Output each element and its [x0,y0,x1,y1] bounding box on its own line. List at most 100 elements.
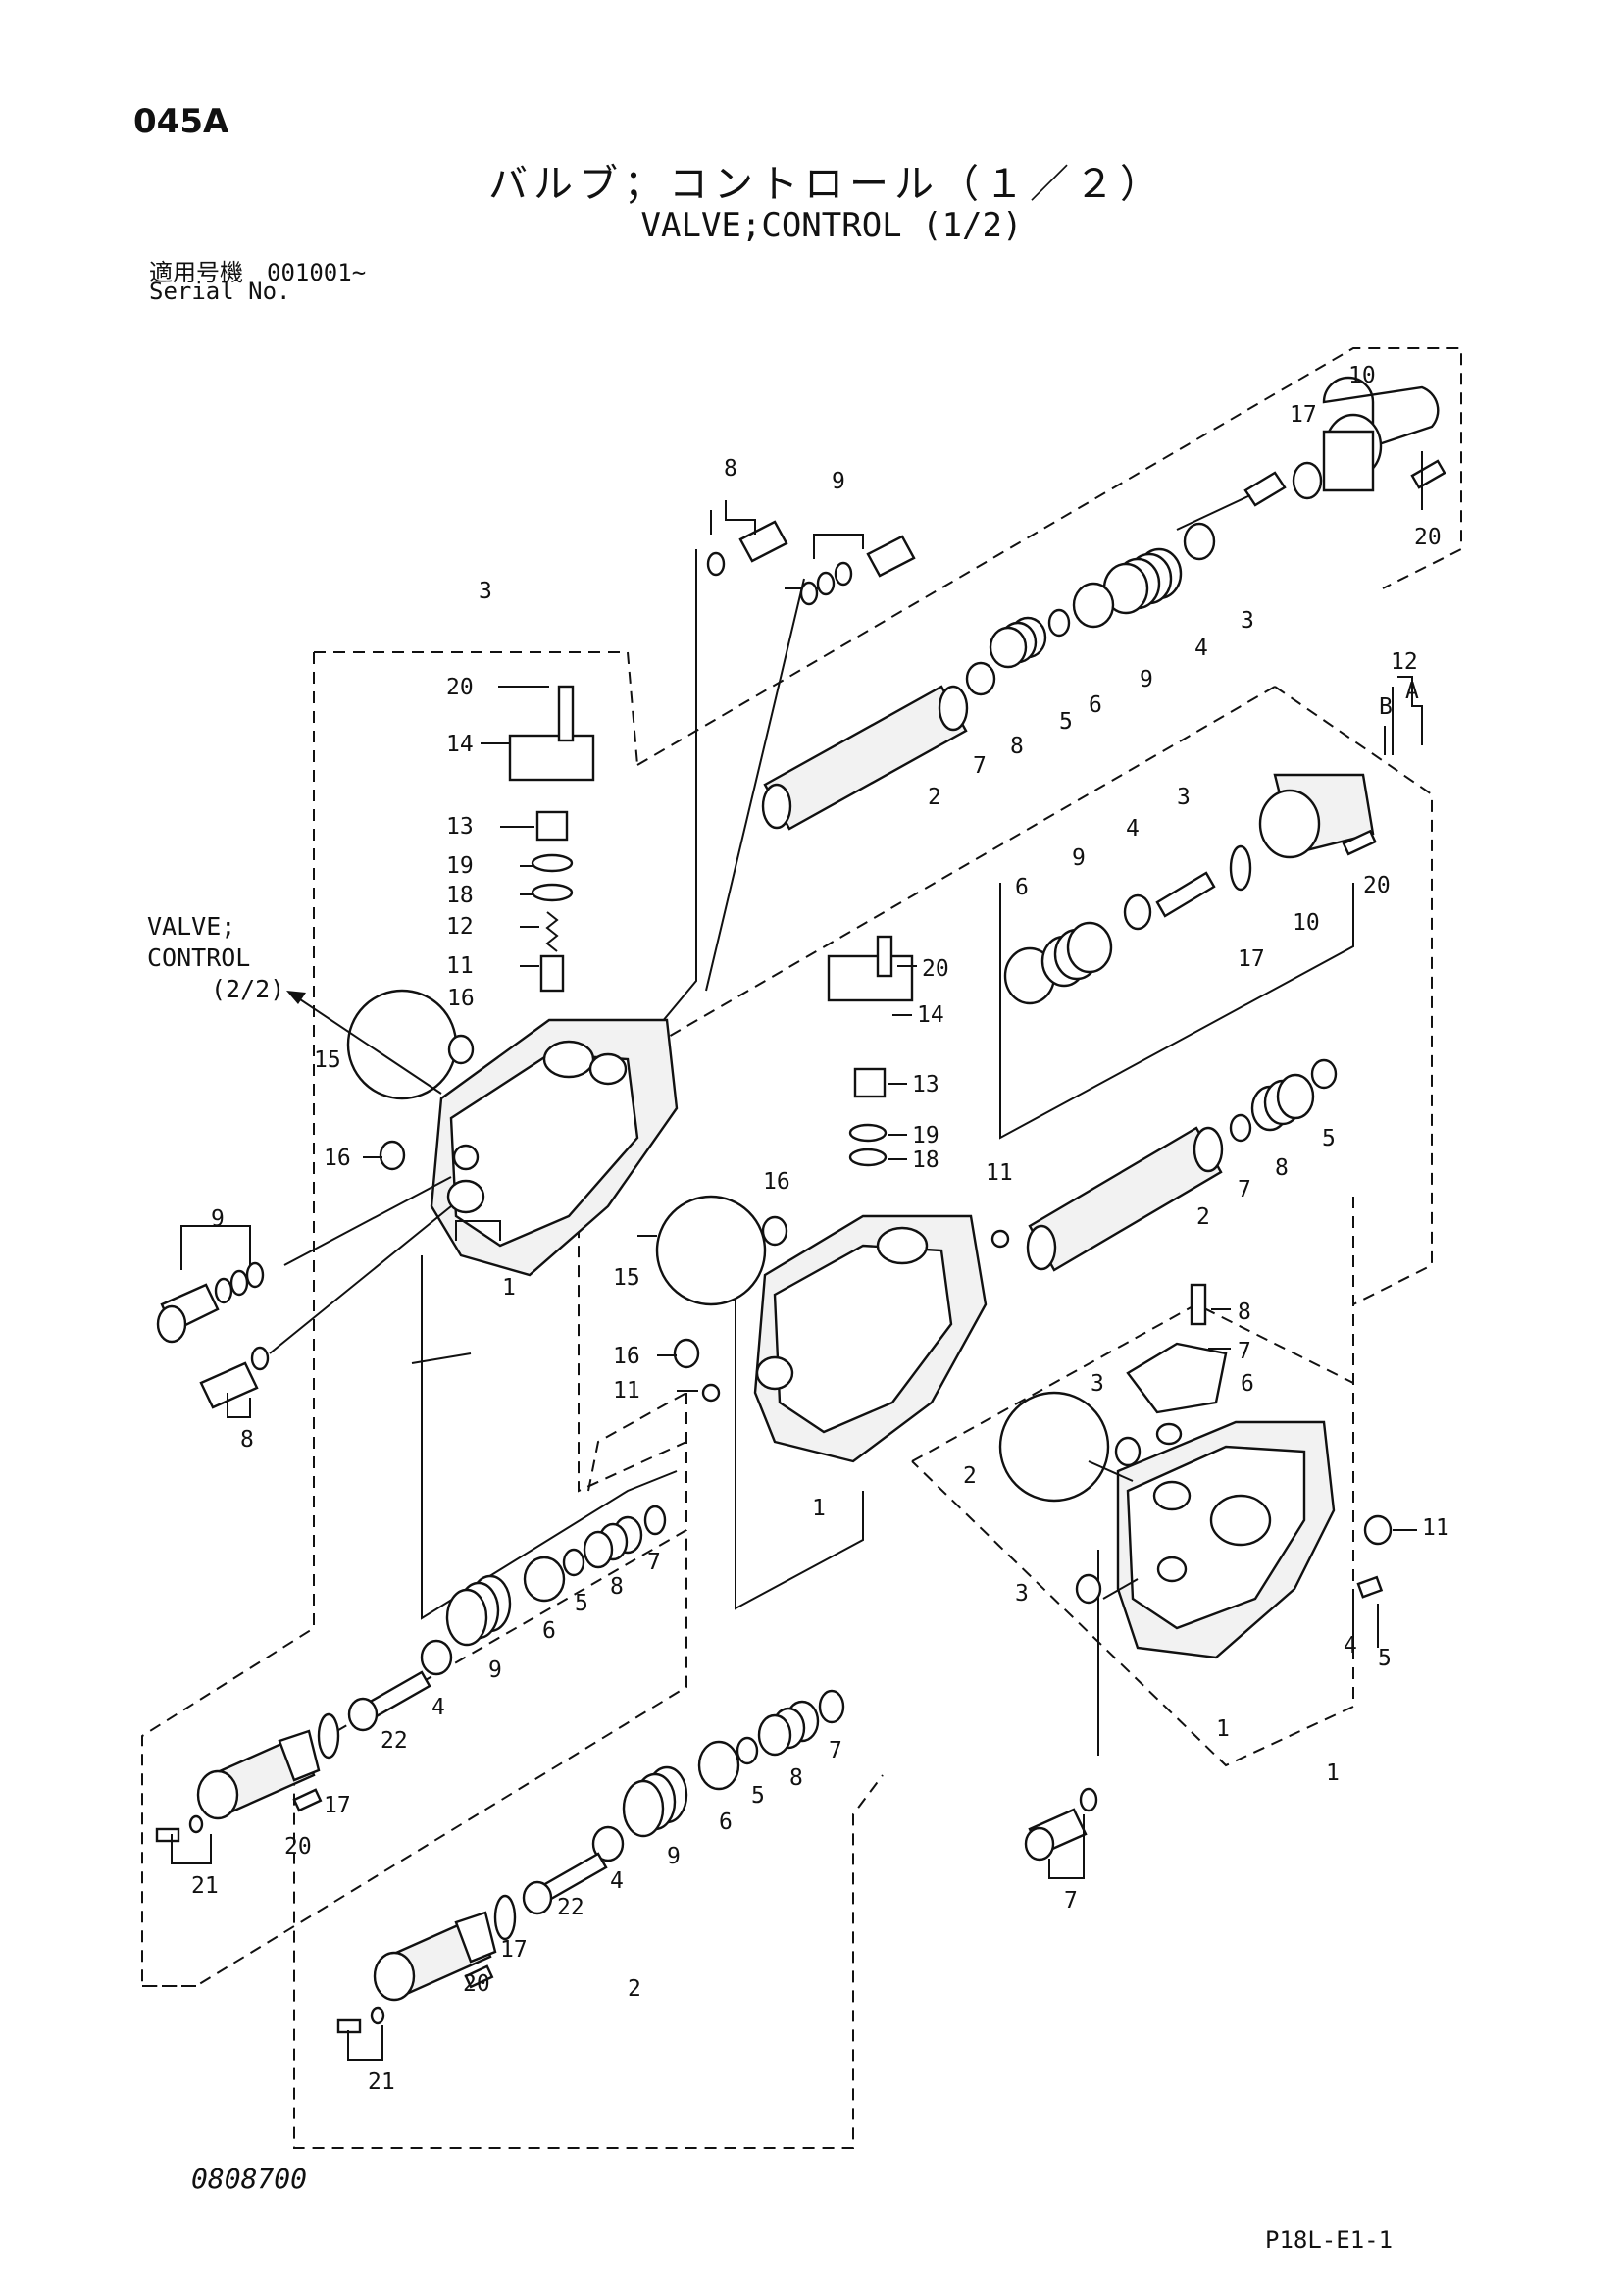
ref-label: 20 [284,1834,312,1860]
ref-label: 1 [502,1275,516,1301]
ref-label: 3 [1177,785,1191,810]
ref-label: 5 [575,1591,588,1616]
ref-label: 11 [446,953,474,979]
right-valve-block [998,1283,1393,1862]
ref-label: 4 [1344,1633,1357,1658]
serial-label-english: Serial No. [149,278,291,305]
ref-label: 6 [1089,692,1102,718]
callout-line1: VALVE; [147,912,236,941]
left-lower-spool-assembly [155,1505,667,1843]
ref-label: 5 [751,1783,765,1809]
upper-spool-assembly [761,376,1446,831]
ref-label: 2 [963,1463,977,1489]
ref-label: 20 [463,1971,490,1997]
ref-label: 5 [1322,1126,1336,1151]
figure-code: P18L-E1-1 [1265,2226,1394,2254]
ref-label: 7 [1064,1888,1078,1913]
callout-line3: (2/2) [211,975,285,1003]
ref-label: B [1379,694,1393,720]
ref-label: 3 [1091,1371,1104,1397]
ref-label: 15 [613,1265,640,1291]
ref-label: 9 [488,1658,502,1683]
middle-spool-assembly [1003,773,1377,1272]
ref-label: 7 [829,1738,842,1763]
ref-label: 9 [667,1844,681,1869]
ref-label: 1 [1216,1716,1230,1742]
page-code: 045A [133,102,229,141]
ref-label: 13 [446,814,474,840]
ref-label: 19 [912,1123,939,1148]
ref-label: 11 [986,1160,1013,1186]
ref-label: 6 [542,1618,556,1644]
ref-label: 3 [1015,1581,1029,1607]
ref-label: 12 [446,914,474,940]
ref-label: 16 [763,1169,790,1195]
ref-label: 14 [917,1002,944,1028]
middle-lower-spool-assembly [336,1689,845,2034]
ref-label: 2 [1196,1204,1210,1230]
ref-label: 9 [832,469,845,494]
ref-label: 10 [1348,363,1376,388]
callout-arrow [286,991,442,1095]
title-english: VALVE;CONTROL (1/2) [640,206,1023,245]
ref-label: 8 [1238,1300,1251,1325]
ref-label: 7 [1238,1177,1251,1202]
ref-label: 6 [1241,1371,1254,1397]
ref-label: 5 [1059,709,1073,735]
ref-label: 19 [446,853,474,879]
ref-label: 1 [812,1496,826,1521]
ref-label: 16 [613,1344,640,1369]
ref-label: 6 [1015,875,1029,900]
ref-label: 6 [719,1810,733,1835]
ref-label: 20 [1363,873,1391,898]
ref-label: 20 [922,956,949,982]
ref-label: 16 [324,1146,351,1171]
section-boundaries [141,347,1462,2149]
ref-label: 18 [912,1148,939,1173]
leader-lines [171,451,1423,2061]
ref-label: 13 [912,1072,939,1097]
ref-label: 5 [1378,1646,1392,1671]
ref-label: 7 [1238,1339,1251,1364]
ref-label: 2 [928,785,941,810]
ref-label: 9 [211,1206,225,1232]
ref-label: 8 [1010,734,1024,759]
ref-label: 17 [1290,402,1317,428]
ref-label: 17 [500,1937,528,1963]
ref-label: 14 [446,732,474,757]
title-japanese: バルブ；コントロール（１／２） [488,162,1165,207]
ref-label: 10 [1293,910,1320,936]
serial-label-japanese: 適用号機 001001~ [149,259,367,286]
ref-label: 9 [1140,667,1153,692]
ref-label: 17 [1238,946,1265,972]
ref-label: 20 [1414,525,1442,550]
grouping-lines [411,510,1354,1756]
callout-line2: CONTROL [147,944,251,972]
ref-label: 3 [479,579,492,604]
ref-label: 8 [789,1765,803,1791]
ref-label: 8 [240,1427,254,1453]
ref-label: 4 [1194,636,1208,661]
ref-label: 7 [647,1550,661,1575]
ref-label: 3 [1241,608,1254,634]
ref-label: 17 [324,1793,351,1818]
ref-label: 16 [447,986,475,1011]
ref-label: 20 [446,675,474,700]
ref-label: 22 [381,1728,408,1754]
ref-label: 4 [1126,816,1140,842]
document-number: 0808700 [191,2163,308,2195]
ref-label: 21 [191,1873,219,1899]
ref-label: 15 [314,1047,341,1073]
ref-label: 8 [610,1574,624,1600]
ref-label: 21 [368,2069,395,2095]
left-valve-block [156,685,679,1409]
ref-label: 4 [610,1868,624,1894]
ref-label: 2 [628,1976,641,2002]
top-fittings [706,520,916,606]
middle-valve-block [655,935,1010,1463]
ref-label: 9 [1072,845,1086,871]
ref-label: 8 [724,456,737,482]
ref-label: 12 [1391,649,1418,675]
ref-label: 18 [446,883,474,908]
